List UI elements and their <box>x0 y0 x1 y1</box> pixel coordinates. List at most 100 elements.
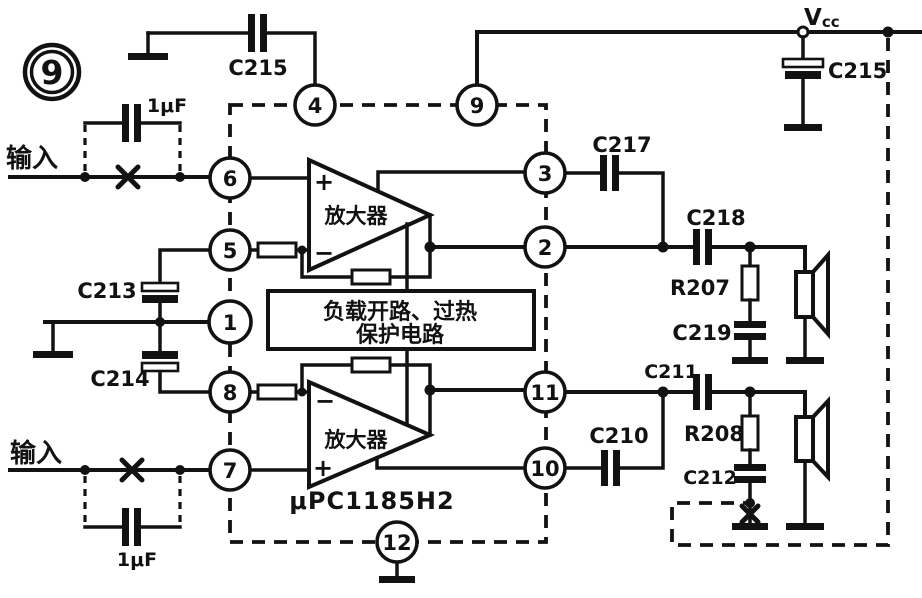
ground-symbol <box>379 576 415 583</box>
input-top-channel: 1μF 输入 <box>6 95 212 190</box>
capacitor-plate <box>734 333 766 340</box>
ic-pin-9: 9 <box>455 83 499 127</box>
feedback-wire <box>300 213 432 279</box>
cap-c215-top: C215 <box>128 14 317 87</box>
speaker-cone <box>811 395 830 483</box>
resistor-body <box>256 383 298 401</box>
capacitor-plate <box>601 450 608 486</box>
protection-box-outline <box>266 289 536 351</box>
channel2-output-network: C211 C210 R208 C212 <box>563 361 830 530</box>
op-amp-triangle <box>307 156 435 274</box>
pin-number: 12 <box>382 531 411 555</box>
input-label: 输入 <box>6 143 58 174</box>
plus-sign: + <box>313 454 333 482</box>
resistor-body <box>740 414 760 452</box>
component-label: C215 <box>828 59 887 83</box>
capacitor-plate <box>734 321 766 328</box>
capacitor-plate <box>734 464 766 471</box>
speaker-1 <box>748 245 830 364</box>
capacitor-plate <box>600 155 607 191</box>
junction-dot <box>297 387 307 397</box>
figure-number: 9 <box>41 53 64 92</box>
op-amp-triangle <box>307 378 436 491</box>
speaker-2 <box>748 390 830 530</box>
capacitor-plate <box>122 104 129 142</box>
ground-symbol <box>784 124 822 131</box>
capacitor-plate <box>693 374 700 410</box>
ic-pin-7: 7 <box>208 448 252 492</box>
plus-sign: + <box>314 168 334 196</box>
ground-symbol <box>128 53 168 60</box>
ic-pin-5: 5 <box>208 228 252 272</box>
feedback-resistor-body <box>350 356 392 374</box>
ic-pin-3: 3 <box>523 151 567 195</box>
pin12-ground <box>379 560 415 583</box>
junction-dot <box>657 241 669 253</box>
capacitor-plate <box>612 155 619 191</box>
capacitor-plate <box>134 508 141 546</box>
channel1-output-network: C217 C218 R207 C219 <box>563 133 830 364</box>
ic-pin-12: 12 <box>375 520 419 564</box>
amp-label: 放大器 <box>324 428 389 452</box>
pin-number: 4 <box>308 94 323 118</box>
component-label: C210 <box>589 424 648 448</box>
minus-sign: − <box>315 387 335 415</box>
bootstrap-wire <box>375 456 527 470</box>
ic-pin-1: 1 <box>207 299 253 345</box>
pin-number: 8 <box>223 381 238 405</box>
ground-symbol <box>732 357 768 364</box>
feedback-resistor-body <box>350 268 392 286</box>
ground-symbol <box>732 523 768 530</box>
pin-number: 2 <box>538 236 553 260</box>
capacitor-plate <box>785 71 821 79</box>
input-bottom-channel: 1μF 输入 <box>8 438 212 571</box>
minus-sign: − <box>314 239 334 267</box>
component-label: C211 <box>644 361 698 383</box>
ic-pin-2: 2 <box>523 225 567 269</box>
ic-pin-10: 10 <box>523 446 567 490</box>
component-label: C212 <box>683 467 737 489</box>
capacitor-plate <box>613 450 620 486</box>
capacitor-plate <box>734 476 766 483</box>
capacitor-plate <box>140 361 180 373</box>
pin-number: 9 <box>470 94 485 118</box>
speaker-driver <box>794 415 815 463</box>
ic-pin-11: 11 <box>523 370 567 414</box>
component-label: C218 <box>686 206 745 230</box>
junction-dot <box>80 172 90 182</box>
capacitor-plate <box>142 351 178 359</box>
component-label: C217 <box>592 133 651 157</box>
component-label: C219 <box>672 321 731 345</box>
ground-symbol <box>786 523 824 530</box>
pin-number: 1 <box>223 311 238 335</box>
protection-circuit-box: 负载开路、过热 保护电路 <box>266 289 536 351</box>
cap-value-label: 1μF <box>147 95 187 117</box>
junction-dot <box>175 465 185 475</box>
junction-dot <box>175 172 185 182</box>
component-label: C214 <box>90 367 149 391</box>
junction-dot <box>745 498 755 508</box>
input-label: 输入 <box>10 438 62 469</box>
dashed-return-path <box>670 38 890 547</box>
capacitor-plate <box>260 14 267 52</box>
capacitor-plate <box>781 57 825 69</box>
ic-pin-4: 4 <box>293 83 337 127</box>
bootstrap-wire <box>376 170 527 192</box>
component-label: R208 <box>684 422 744 446</box>
speaker-driver <box>794 270 815 319</box>
ground-rail-left <box>33 317 212 358</box>
capacitor-plate <box>248 14 255 52</box>
vcc-label-sub: cc <box>822 13 840 31</box>
junction-dot <box>80 465 90 475</box>
speaker-cone <box>811 249 830 340</box>
pin-number: 6 <box>223 167 238 191</box>
capacitor-plate <box>134 104 141 142</box>
vcc-label: Vcc <box>804 5 840 31</box>
amp-label: 放大器 <box>324 204 389 228</box>
capacitor-plate <box>705 374 712 410</box>
x-mark <box>115 164 141 190</box>
pin-number: 3 <box>538 162 553 186</box>
capacitor-plate <box>140 281 180 293</box>
